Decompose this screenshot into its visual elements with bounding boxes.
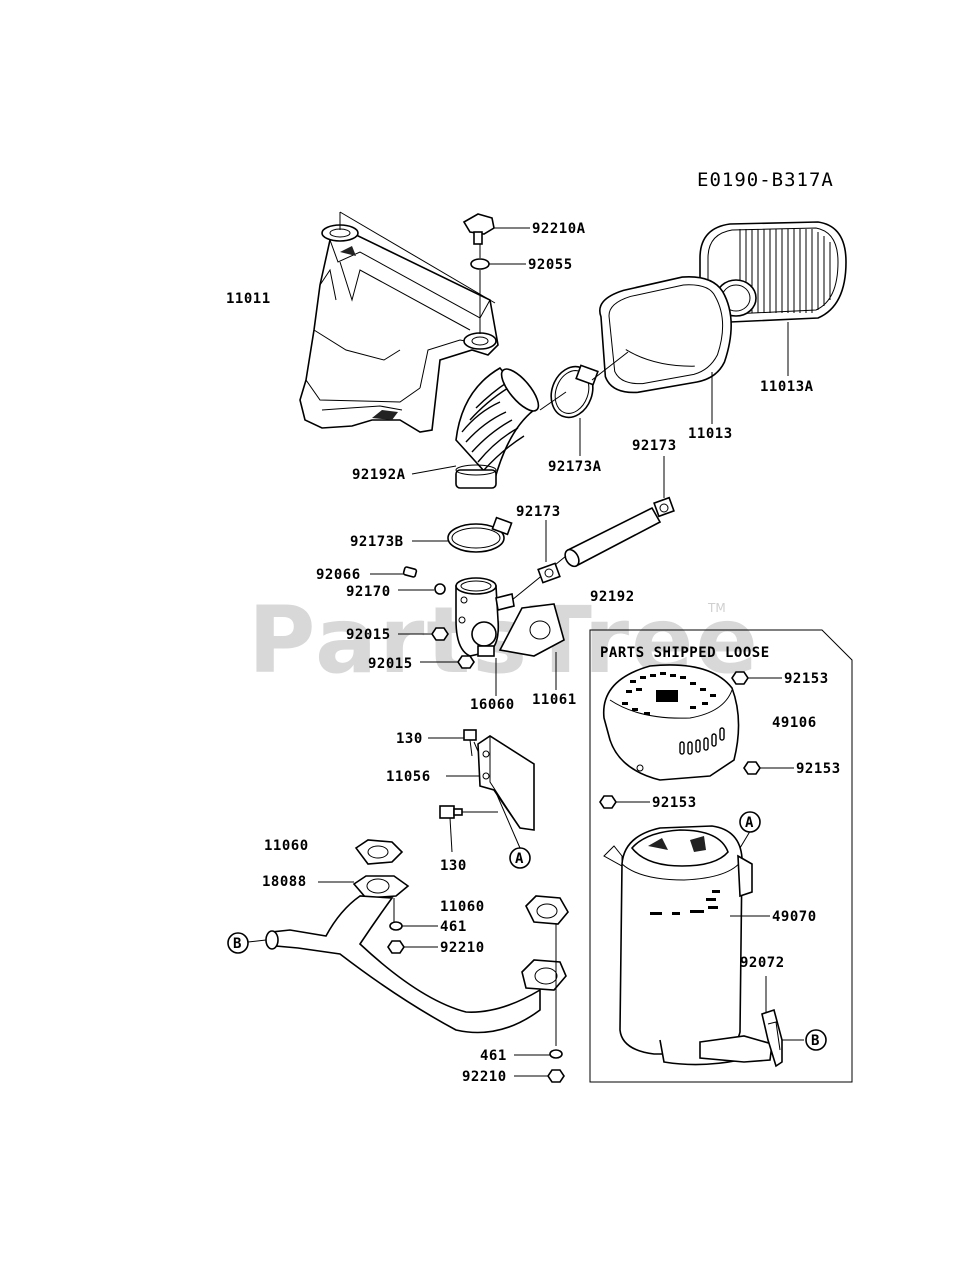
svg-text:B: B (811, 1033, 820, 1049)
callout-92015-b: 92015 (368, 656, 413, 672)
callout-92173A: 92173A (548, 459, 602, 475)
callout-92173-top: 92173 (632, 438, 677, 454)
callout-92173B: 92173B (350, 534, 404, 550)
callout-92210A: 92210A (532, 221, 586, 237)
callout-92210-b: 92210 (462, 1069, 507, 1085)
callout-92170: 92170 (346, 584, 391, 600)
bolt-130-bot (439, 805, 498, 853)
callout-92015-a: 92015 (346, 627, 391, 643)
duct-92192A (411, 366, 540, 489)
callout-461-a: 461 (440, 919, 467, 935)
svg-text:A: A (515, 851, 524, 867)
parts-box-title: PARTS SHIPPED LOOSE (600, 645, 770, 661)
callout-92153-a: 92153 (784, 671, 829, 687)
diagram-code: E0190-B317A (697, 169, 834, 191)
screw-92153-b (743, 761, 794, 775)
callout-11013: 11013 (688, 426, 733, 442)
marker-a-left: A (509, 847, 531, 869)
callout-92192: 92192 (590, 589, 635, 605)
callout-11061: 11061 (532, 692, 577, 708)
callout-16060: 16060 (470, 697, 515, 713)
washer-461-a (389, 898, 438, 931)
nut-92210-b (514, 1069, 565, 1083)
callout-92192A: 92192A (352, 467, 406, 483)
clamp-92173-mid (537, 520, 561, 584)
callout-92173-mid: 92173 (516, 504, 561, 520)
callout-11011: 11011 (226, 291, 271, 307)
callout-11060-b: 11060 (440, 899, 485, 915)
screw-92153-a (731, 671, 782, 685)
nut-92015-b (420, 655, 475, 669)
callout-130-top: 130 (396, 731, 423, 747)
parts-shipped-loose-box (589, 629, 853, 1083)
callout-461-b: 461 (480, 1048, 507, 1064)
callout-92072: 92072 (740, 955, 785, 971)
wing-nut-92210A (462, 213, 530, 245)
callout-92055: 92055 (528, 257, 573, 273)
nut-92015-a (398, 627, 449, 641)
nut-92210-a (387, 940, 438, 954)
muffler-49070 (603, 825, 773, 1066)
clamp-92173B (412, 516, 513, 553)
marker-b-right: B (805, 1029, 827, 1051)
clamp-92173-top (653, 456, 675, 518)
muffler-guard-49106 (602, 664, 740, 781)
clamp-92072 (761, 976, 804, 1068)
pre-cleaner-11013 (599, 275, 732, 424)
elbow-16060 (455, 577, 515, 696)
screw-92153-c (599, 795, 650, 809)
callout-49106: 49106 (772, 715, 817, 731)
svg-text:A: A (745, 815, 754, 831)
clamp-92170 (398, 583, 446, 595)
exhaust-pipe-18088 (247, 875, 567, 1034)
gasket-11060-a (354, 839, 404, 865)
callout-92210-a: 92210 (440, 940, 485, 956)
marker-a-right: A (739, 811, 761, 833)
o-ring-92055 (470, 244, 526, 334)
svg-text:B: B (233, 936, 242, 952)
gasket-11060-b (525, 895, 569, 1046)
callout-11056: 11056 (386, 769, 431, 785)
callout-11013A: 11013A (760, 379, 814, 395)
marker-b-left: B (227, 932, 249, 954)
watermark-tm: TM (707, 601, 726, 615)
callout-49070: 49070 (772, 909, 817, 925)
pin-92066 (370, 566, 418, 578)
washer-461-b (514, 1049, 563, 1059)
callout-92153-c: 92153 (652, 795, 697, 811)
leader-11011 (339, 211, 496, 304)
hose-92192 (511, 506, 662, 601)
callout-92153-b: 92153 (796, 761, 841, 777)
callout-11060-a: 11060 (264, 838, 309, 854)
callout-18088: 18088 (262, 874, 307, 890)
clamp-92173A (539, 351, 629, 456)
gasket-11061 (498, 603, 565, 690)
callout-92066: 92066 (316, 567, 361, 583)
callout-130-bot: 130 (440, 858, 467, 874)
bracket-11056 (446, 735, 535, 831)
